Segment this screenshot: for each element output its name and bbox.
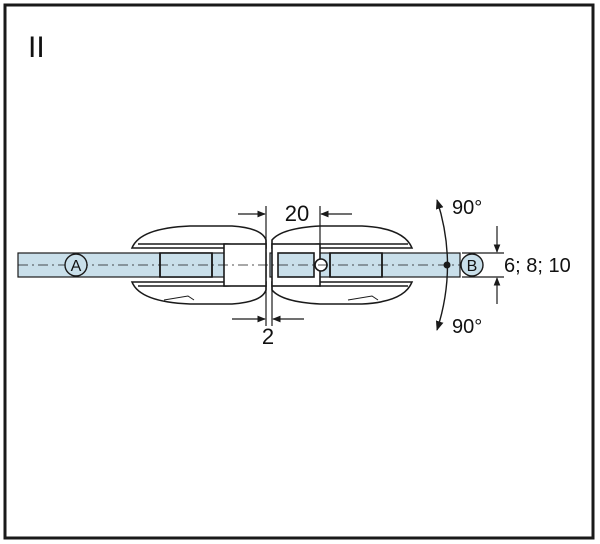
glass-left-marker: A xyxy=(64,253,88,277)
angle-up-label: 90° xyxy=(452,197,482,219)
angle-down-label: 90° xyxy=(452,316,482,338)
glass-left-label: A xyxy=(71,258,82,275)
dimension-20-label: 20 xyxy=(285,201,309,226)
dimension-2 xyxy=(232,286,304,326)
glass-right-label: B xyxy=(467,258,478,275)
dimension-20 xyxy=(238,206,352,244)
rotation-arc xyxy=(435,199,449,331)
panel-label: II xyxy=(28,31,45,64)
glass-right-marker: B xyxy=(460,253,484,277)
dimension-2-label: 2 xyxy=(262,324,274,349)
thickness-label: 6; 8; 10 xyxy=(504,255,571,277)
thickness-dimension xyxy=(462,226,504,304)
